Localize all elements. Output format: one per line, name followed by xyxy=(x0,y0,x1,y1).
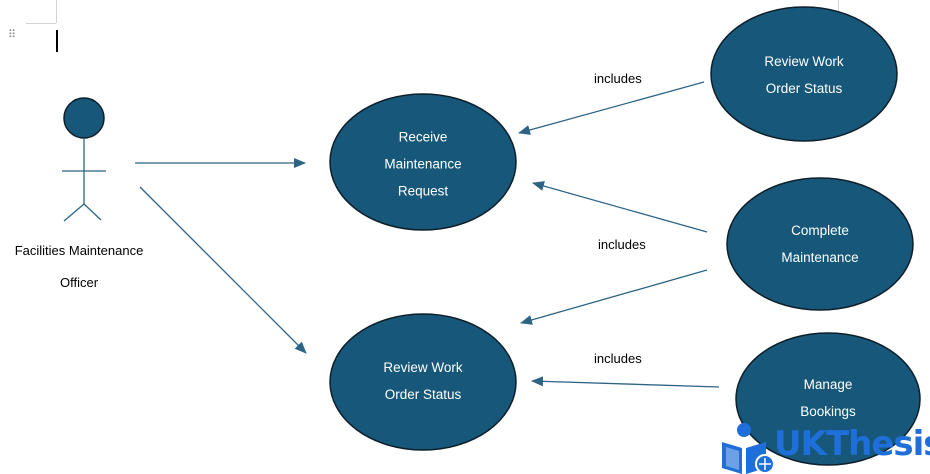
page-corner-guide xyxy=(56,0,57,23)
text-cursor xyxy=(56,30,58,52)
use-case-manage-label: Manage Bookings xyxy=(800,371,856,425)
use-case-review-work-order-status[interactable] xyxy=(329,313,517,451)
actor-head xyxy=(63,97,105,139)
use-case-label-line: Receive xyxy=(398,129,448,145)
use-case-label-line: Request xyxy=(397,183,449,199)
include-arrow-complete-review xyxy=(520,269,708,325)
page-corner-guide xyxy=(838,0,839,20)
use-case-receive-label: Receive Maintenance Request xyxy=(384,124,461,205)
drag-handle-icon[interactable]: ⠿ xyxy=(8,29,18,41)
use-case-label-line: Maintenance xyxy=(781,250,859,265)
watermark-logo: UKThesis xyxy=(720,420,930,474)
use-case-review-included-label: Review Work Order Status xyxy=(764,48,843,102)
watermark-text: UKThesis xyxy=(774,424,930,464)
use-case-label-line: Bookings xyxy=(800,404,856,419)
actor-label-line1: Facilities Maintenance xyxy=(14,243,144,258)
use-case-label-line: Order Status xyxy=(384,387,462,402)
use-case-label-line: Maintenance xyxy=(384,156,462,172)
use-case-complete-maintenance[interactable] xyxy=(726,177,914,311)
use-case-manage-bookings[interactable] xyxy=(735,332,921,466)
actor-label-line2: Officer xyxy=(59,275,99,290)
use-case-label-line: Complete xyxy=(791,223,849,238)
use-case-receive-maintenance-request[interactable] xyxy=(329,93,517,231)
book-reader-icon xyxy=(722,423,774,474)
actor-label: Facilities Maintenance Officer xyxy=(15,235,144,299)
include-label: includes xyxy=(598,237,646,252)
include-label: includes xyxy=(594,351,642,366)
use-case-label-line: Review Work xyxy=(383,360,463,375)
use-case-complete-label: Complete Maintenance xyxy=(781,217,858,271)
use-case-review-work-order-status-included[interactable] xyxy=(710,6,898,142)
include-arrow-review xyxy=(518,81,705,135)
include-arrow-complete-receive xyxy=(532,181,708,233)
actor-figure[interactable] xyxy=(62,97,106,222)
use-case-label-line: Manage xyxy=(803,377,853,392)
actor-right-leg xyxy=(83,203,102,221)
association-review xyxy=(139,186,307,354)
include-arrow-manage xyxy=(531,376,720,388)
use-case-review-label: Review Work Order Status xyxy=(383,354,462,408)
use-case-label-line: Review Work xyxy=(764,54,844,69)
page-corner-guide xyxy=(26,23,56,24)
use-case-label-line: Order Status xyxy=(765,81,843,96)
actor-left-leg xyxy=(63,203,85,222)
include-label: includes xyxy=(594,71,642,86)
